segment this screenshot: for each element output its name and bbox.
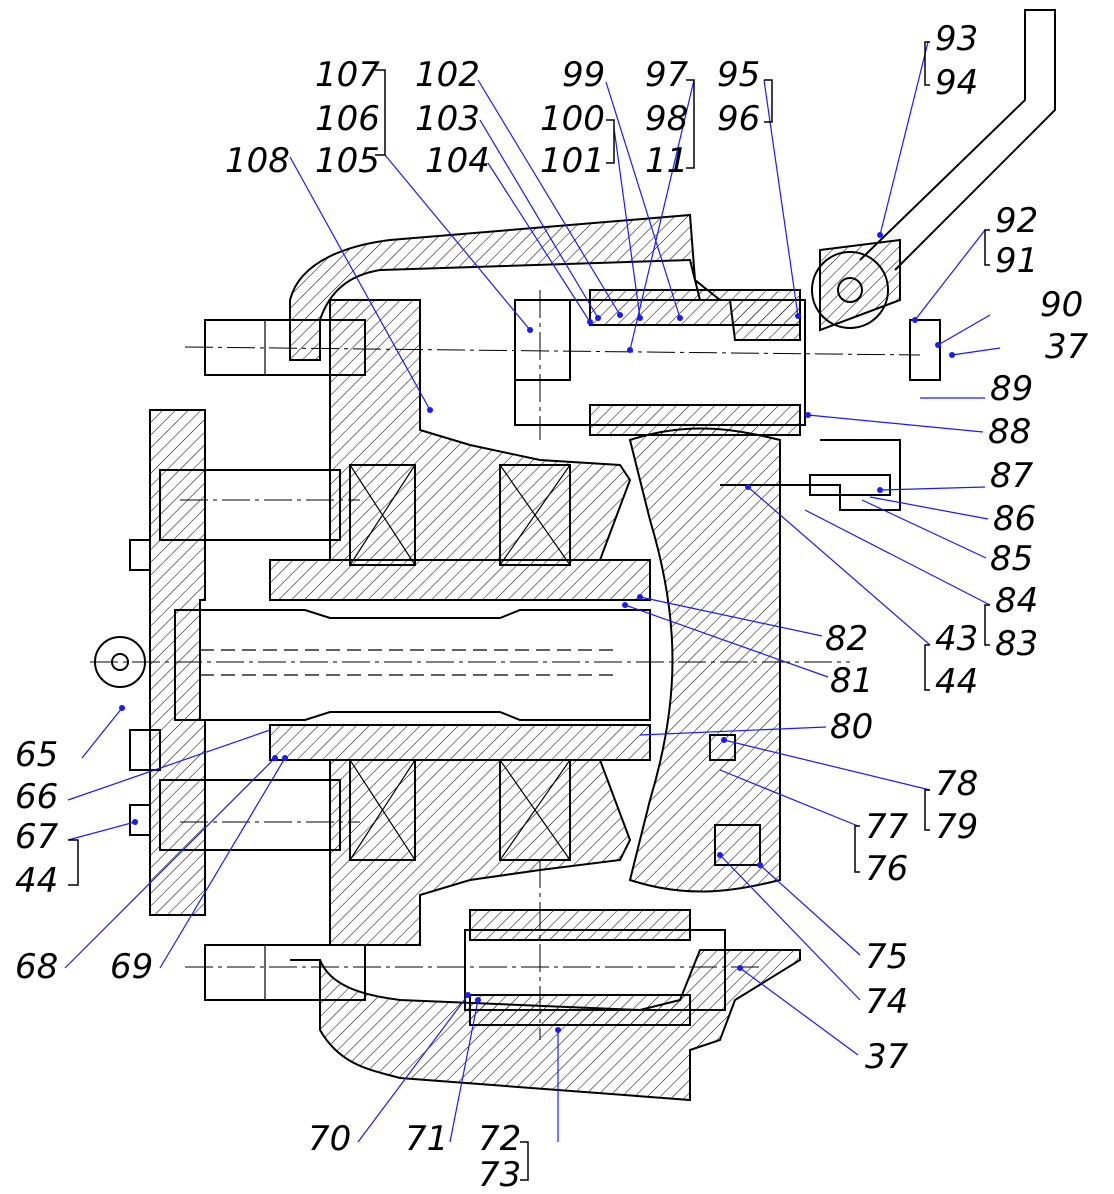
label-68: 68 [15,947,58,987]
label-37-lower: 37 [865,1037,909,1077]
label-89: 89 [990,369,1033,409]
label-70: 70 [308,1119,351,1159]
shaft-assembly [94,9,1056,1011]
label-84: 84 [995,581,1038,621]
label-74: 74 [865,982,908,1022]
label-83: 83 [995,624,1038,664]
label-102: 102 [415,55,480,95]
label-67: 67 [15,817,59,857]
label-44: 44 [935,662,978,702]
label-101: 101 [540,141,605,181]
label-99: 99 [562,55,605,95]
label-81: 81 [830,661,873,701]
label-76: 76 [865,849,908,889]
label-73: 73 [478,1155,521,1194]
label-78: 78 [935,764,978,804]
label-65: 65 [15,735,58,775]
label-66: 66 [15,777,58,817]
label-11: 11 [645,141,688,181]
label-103: 103 [415,99,480,139]
label-105: 105 [315,141,380,181]
label-85: 85 [990,539,1033,579]
label-100: 100 [540,99,605,139]
callout-dots [119,232,955,1033]
label-75: 75 [865,937,908,977]
label-71: 71 [405,1119,448,1159]
label-82: 82 [825,619,868,659]
label-107: 107 [315,55,380,95]
label-90: 90 [1040,285,1083,325]
brackets [68,41,990,1181]
label-92: 92 [995,201,1038,241]
label-80: 80 [830,707,873,747]
label-96: 96 [717,99,760,139]
label-77: 77 [865,807,909,847]
label-69: 69 [110,947,153,987]
label-93: 93 [935,19,978,59]
label-106: 106 [315,99,380,139]
label-43: 43 [935,619,978,659]
label-87: 87 [990,456,1034,496]
label-88: 88 [988,412,1031,452]
label-79: 79 [935,807,978,847]
label-94: 94 [935,63,978,103]
label-95: 95 [717,55,760,95]
label-98: 98 [645,99,688,139]
label-86: 86 [993,499,1036,539]
leader-lines [64,41,1001,1143]
label-37: 37 [1045,327,1089,367]
label-104: 104 [425,141,490,181]
label-72: 72 [478,1119,521,1159]
label-91: 91 [995,241,1038,281]
part-labels: 107 106 105 108 102 103 104 99 100 101 9… [15,19,1089,1194]
center-lines [90,290,921,1040]
label-97: 97 [645,55,689,95]
label-44-left: 44 [15,861,58,901]
label-108: 108 [225,141,290,181]
